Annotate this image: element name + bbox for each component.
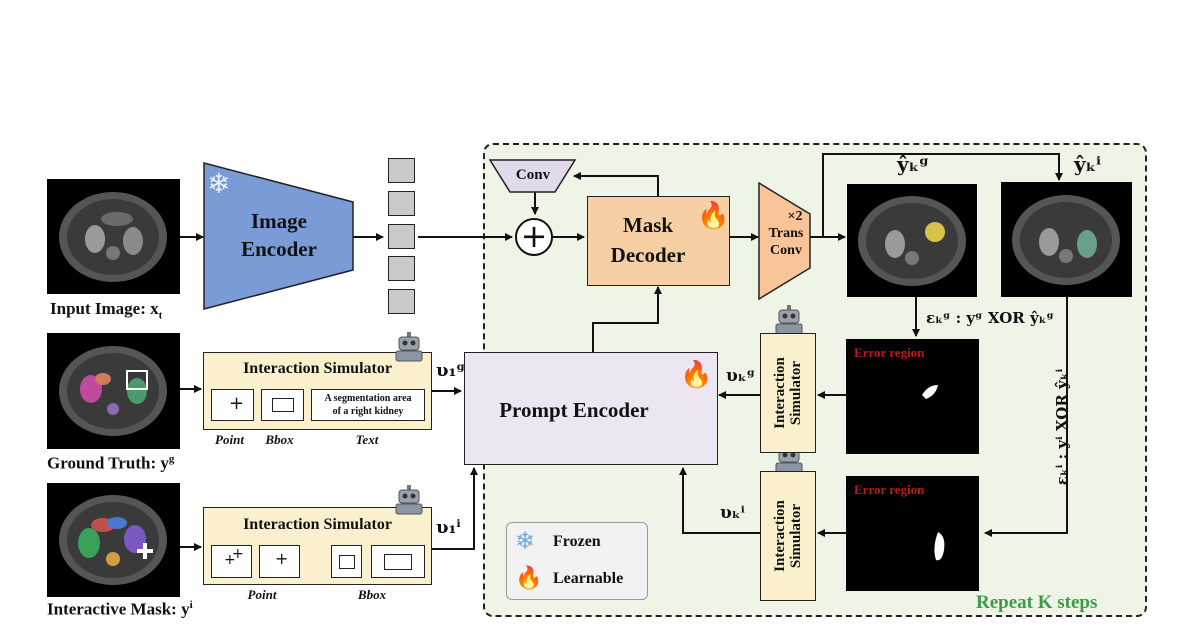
error-region-label: Error region bbox=[854, 482, 925, 497]
feature-token bbox=[388, 289, 415, 314]
bbox-prompt bbox=[331, 545, 362, 578]
feature-token bbox=[388, 224, 415, 249]
error-region-i: Error region bbox=[846, 476, 979, 591]
prompt-encoder-label: Prompt Encoder bbox=[499, 398, 649, 422]
robot-icon bbox=[775, 305, 803, 335]
error-g-formula: εₖᵍ : yᵍ XOR ŷₖᵍ bbox=[926, 309, 1054, 327]
v1i-label: υ₁ⁱ bbox=[436, 517, 461, 538]
image-encoder bbox=[203, 162, 354, 310]
v1g-label: υ₁ᵍ bbox=[436, 360, 466, 381]
bbox-label: Bbox bbox=[265, 432, 294, 447]
simulator-title: Interaction Simulator bbox=[243, 516, 392, 533]
robot-icon bbox=[395, 332, 423, 362]
flame-icon: 🔥 bbox=[515, 565, 543, 590]
point-prompt: + bbox=[211, 389, 254, 421]
flame-icon: 🔥 bbox=[697, 201, 730, 230]
repeat-label: Repeat K steps bbox=[976, 592, 1098, 613]
legend: ❄ Frozen 🔥 Learnable bbox=[506, 522, 648, 600]
snowflake-icon: ❄ bbox=[207, 169, 231, 200]
prompt-encoder bbox=[464, 352, 718, 465]
add-operator: + bbox=[515, 218, 553, 256]
ground-truth-caption: Ground Truth: yg bbox=[47, 453, 175, 473]
point-prompt: + + bbox=[211, 545, 252, 578]
flame-icon: 🔥 bbox=[680, 360, 713, 389]
text-prompt: A segmentation area of a right kidney bbox=[311, 389, 425, 421]
predicted-mask-i bbox=[1001, 182, 1132, 297]
yhat-g-label: ŷₖᵍ bbox=[897, 152, 930, 176]
interactive-mask-caption: Interactive Mask: yi bbox=[47, 599, 193, 619]
conv-block bbox=[489, 159, 577, 193]
robot-icon bbox=[395, 485, 423, 515]
interaction-simulator-bottom: Interaction Simulator + + + bbox=[203, 507, 432, 585]
point-label: Point bbox=[247, 587, 277, 602]
vki-label: υₖⁱ bbox=[720, 503, 745, 523]
feature-token bbox=[388, 158, 415, 183]
ground-truth-image bbox=[47, 333, 180, 449]
feature-token bbox=[388, 191, 415, 216]
error-region-label: Error region bbox=[854, 345, 925, 360]
text-label: Text bbox=[355, 432, 379, 447]
yhat-i-label: ŷₖⁱ bbox=[1074, 152, 1101, 176]
point-prompt: + bbox=[259, 545, 300, 578]
error-region-g: Error region bbox=[846, 339, 979, 454]
legend-learnable: Learnable bbox=[553, 570, 624, 587]
input-image-caption: Input Image: xt bbox=[50, 299, 163, 322]
predicted-mask-g bbox=[847, 184, 977, 297]
bbox-prompt bbox=[371, 545, 425, 578]
bbox-prompt bbox=[261, 389, 304, 421]
vkg-label: υₖᵍ bbox=[726, 366, 756, 386]
feature-token bbox=[388, 256, 415, 281]
mask-decoder-label: Mask Decoder bbox=[610, 213, 686, 267]
point-label: Point bbox=[215, 432, 244, 447]
snowflake-icon: ❄ bbox=[515, 529, 536, 555]
interactive-mask-image bbox=[47, 483, 180, 597]
image-encoder-label: Image Encoder bbox=[241, 209, 317, 261]
input-image bbox=[47, 179, 180, 294]
conv-label: Conv bbox=[515, 167, 551, 183]
trans-conv-label: ×2 Trans Conv bbox=[768, 209, 804, 258]
bbox-label: Bbox bbox=[357, 587, 387, 602]
interaction-simulator-top: Interaction Simulator + A segmentation a… bbox=[203, 352, 432, 430]
error-i-formula: εₖⁱ : yⁱ XOR ŷₖⁱ bbox=[1053, 368, 1071, 486]
simulator-title: Interaction Simulator bbox=[243, 360, 392, 377]
mask-decoder bbox=[587, 196, 730, 286]
legend-frozen: Frozen bbox=[553, 533, 601, 550]
trans-conv-block bbox=[758, 182, 811, 300]
